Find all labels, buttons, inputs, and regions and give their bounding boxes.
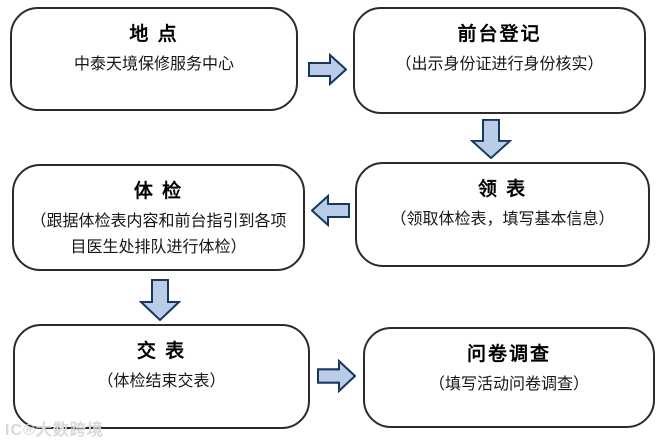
- flow-box-submit-form: 交 表 （体检结束交表）: [13, 324, 310, 429]
- box-description: 中泰天境保修服务中心: [73, 56, 234, 73]
- box-title: 领 表: [477, 179, 528, 200]
- box-title: 交 表: [136, 341, 187, 362]
- box-description: （出示身份证进行身份核实）: [395, 56, 604, 73]
- flow-box-physical-exam: 体 检 （跟据体检表内容和前台指引到各项目医生处排队进行体检）: [12, 164, 305, 271]
- box-description: （跟据体检表内容和前台指引到各项目医生处排队进行体检）: [30, 213, 287, 256]
- arrow-down-icon: [470, 119, 512, 159]
- flow-box-questionnaire: 问卷调查 （填写活动问卷调查）: [363, 327, 655, 428]
- arrow-right-icon: [308, 53, 347, 86]
- flow-box-location: 地 点 中泰天境保修服务中心: [10, 7, 298, 111]
- box-title: 体 检: [133, 181, 184, 202]
- box-description: （填写活动问卷调查）: [428, 376, 589, 393]
- flow-box-get-form: 领 表 （领取体检表，填写基本信息）: [355, 162, 650, 267]
- box-description: （体检结束交表）: [97, 373, 226, 390]
- box-title: 前台登记: [457, 24, 542, 45]
- box-title: 问卷调查: [466, 344, 551, 365]
- box-title: 地 点: [129, 24, 179, 45]
- flow-box-registration: 前台登记 （出示身份证进行身份核实）: [353, 7, 646, 114]
- arrow-right-icon: [317, 359, 356, 393]
- arrow-down-icon: [139, 279, 181, 321]
- watermark: IC®大数跨境: [5, 422, 104, 439]
- arrow-left-icon: [311, 194, 350, 227]
- box-description: （领取体检表，填写基本信息）: [390, 211, 615, 228]
